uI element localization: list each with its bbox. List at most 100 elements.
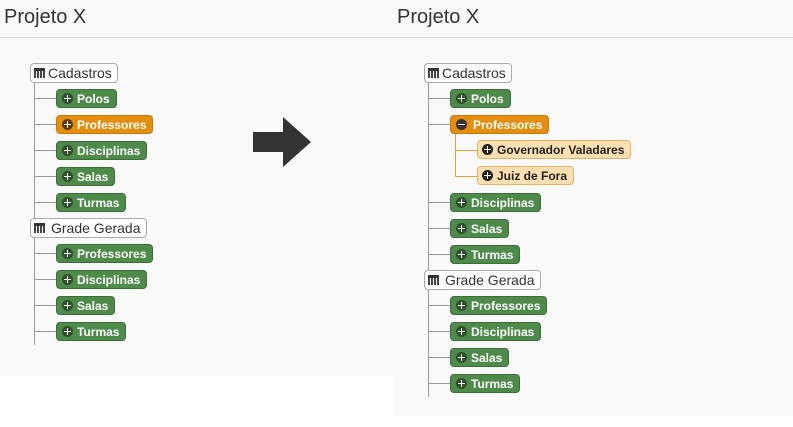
project-title: Projeto X xyxy=(4,6,87,28)
node-label: Professores xyxy=(77,117,147,132)
tree-branch xyxy=(428,305,450,306)
node-label: Salas xyxy=(471,221,503,236)
plus-circle-icon xyxy=(482,170,493,181)
tree-branch xyxy=(34,202,56,203)
calendar-icon xyxy=(428,275,439,285)
tree-branch xyxy=(428,254,450,255)
plus-circle-icon xyxy=(62,171,73,182)
node-label: Professores xyxy=(473,117,543,132)
node-label: Salas xyxy=(77,169,109,184)
tree-node-professores-selected[interactable]: Professores xyxy=(56,115,154,134)
plus-circle-icon xyxy=(456,378,467,389)
tree-node-disciplinas[interactable]: Disciplinas xyxy=(56,141,148,160)
project-title: Projeto X xyxy=(397,6,480,28)
tree-node-disciplinas[interactable]: Disciplinas xyxy=(56,270,148,289)
node-label: Disciplinas xyxy=(77,272,141,287)
node-label: Cadastros xyxy=(442,65,506,81)
tree-node-salas[interactable]: Salas xyxy=(56,296,116,315)
tree-branch xyxy=(428,383,450,384)
plus-circle-icon xyxy=(456,223,467,234)
tree-node-turmas[interactable]: Turmas xyxy=(450,374,521,393)
tree-line-children xyxy=(455,134,456,176)
plus-circle-icon xyxy=(62,119,73,130)
plus-circle-icon xyxy=(62,145,73,156)
tree-branch xyxy=(34,279,56,280)
calendar-icon xyxy=(428,68,439,78)
tree-branch xyxy=(34,98,56,99)
plus-circle-icon xyxy=(456,326,467,337)
tree-branch xyxy=(34,176,56,177)
tree-panel-before: Projeto X Cadastros Polos Professores Di… xyxy=(0,0,395,376)
node-label: Polos xyxy=(77,91,110,106)
tree-branch xyxy=(428,124,450,125)
tree-node-disciplinas[interactable]: Disciplinas xyxy=(450,193,542,212)
tree-node-professores[interactable]: Professores xyxy=(450,296,548,315)
tree-branch xyxy=(428,202,450,203)
plus-circle-icon xyxy=(62,326,73,337)
tree-node-salas[interactable]: Salas xyxy=(56,167,116,186)
node-label: Governador Valadares xyxy=(497,142,625,157)
tree-branch xyxy=(428,357,450,358)
node-label: Disciplinas xyxy=(471,324,535,339)
tree-branch xyxy=(34,331,56,332)
node-label: Salas xyxy=(77,298,109,313)
plus-circle-icon xyxy=(62,93,73,104)
node-label: Grade Gerada xyxy=(51,220,141,236)
tree-node-polos[interactable]: Polos xyxy=(56,89,117,108)
minus-circle-icon xyxy=(456,119,467,130)
tree-branch xyxy=(34,150,56,151)
tree-line xyxy=(428,83,429,397)
tree-node-turmas[interactable]: Turmas xyxy=(56,322,127,341)
tree-panel-after: Projeto X Cadastros Polos Professores Go… xyxy=(393,0,793,416)
tree-branch xyxy=(428,331,450,332)
node-label: Juiz de Fora xyxy=(497,168,568,183)
plus-circle-icon xyxy=(62,300,73,311)
tree-node-salas[interactable]: Salas xyxy=(450,219,510,238)
node-label: Turmas xyxy=(77,195,120,210)
tree-line xyxy=(34,83,35,345)
tree-node-disciplinas[interactable]: Disciplinas xyxy=(450,322,542,341)
tree-node-governador-valadares[interactable]: Governador Valadares xyxy=(477,140,632,159)
node-label: Turmas xyxy=(471,376,514,391)
tree-branch xyxy=(34,253,56,254)
plus-circle-icon xyxy=(456,352,467,363)
tree-node-turmas[interactable]: Turmas xyxy=(56,193,127,212)
calendar-icon xyxy=(34,223,45,233)
tree-branch xyxy=(455,176,477,177)
node-label: Cadastros xyxy=(48,65,112,81)
tree-branch xyxy=(455,150,477,151)
tree-node-professores[interactable]: Professores xyxy=(56,244,154,263)
title-divider xyxy=(0,37,395,38)
node-label: Polos xyxy=(471,91,504,106)
plus-circle-icon xyxy=(482,144,493,155)
tree-node-turmas[interactable]: Turmas xyxy=(450,245,521,264)
plus-circle-icon xyxy=(62,197,73,208)
tree-node-juiz-de-fora[interactable]: Juiz de Fora xyxy=(477,166,575,185)
plus-circle-icon xyxy=(456,249,467,260)
plus-circle-icon xyxy=(456,197,467,208)
tree-branch xyxy=(34,124,56,125)
node-label: Disciplinas xyxy=(471,195,535,210)
node-label: Salas xyxy=(471,350,503,365)
tree-root-cadastros[interactable]: Cadastros xyxy=(30,63,118,83)
node-label: Turmas xyxy=(471,247,514,262)
tree-node-polos[interactable]: Polos xyxy=(450,89,511,108)
tree-branch xyxy=(34,305,56,306)
plus-circle-icon xyxy=(456,300,467,311)
tree-root-grade-gerada[interactable]: Grade Gerada xyxy=(30,218,147,238)
arrow-right-icon xyxy=(253,117,313,172)
node-label: Disciplinas xyxy=(77,143,141,158)
node-label: Turmas xyxy=(77,324,120,339)
tree-root-cadastros[interactable]: Cadastros xyxy=(424,63,512,83)
node-label: Professores xyxy=(471,298,541,313)
plus-circle-icon xyxy=(62,274,73,285)
tree-branch xyxy=(428,98,450,99)
tree-root-grade-gerada[interactable]: Grade Gerada xyxy=(424,270,541,290)
plus-circle-icon xyxy=(62,248,73,259)
plus-circle-icon xyxy=(456,93,467,104)
title-divider xyxy=(393,37,793,38)
tree-node-professores-expanded[interactable]: Professores xyxy=(450,115,550,134)
node-label: Professores xyxy=(77,246,147,261)
calendar-icon xyxy=(34,68,45,78)
tree-node-salas[interactable]: Salas xyxy=(450,348,510,367)
